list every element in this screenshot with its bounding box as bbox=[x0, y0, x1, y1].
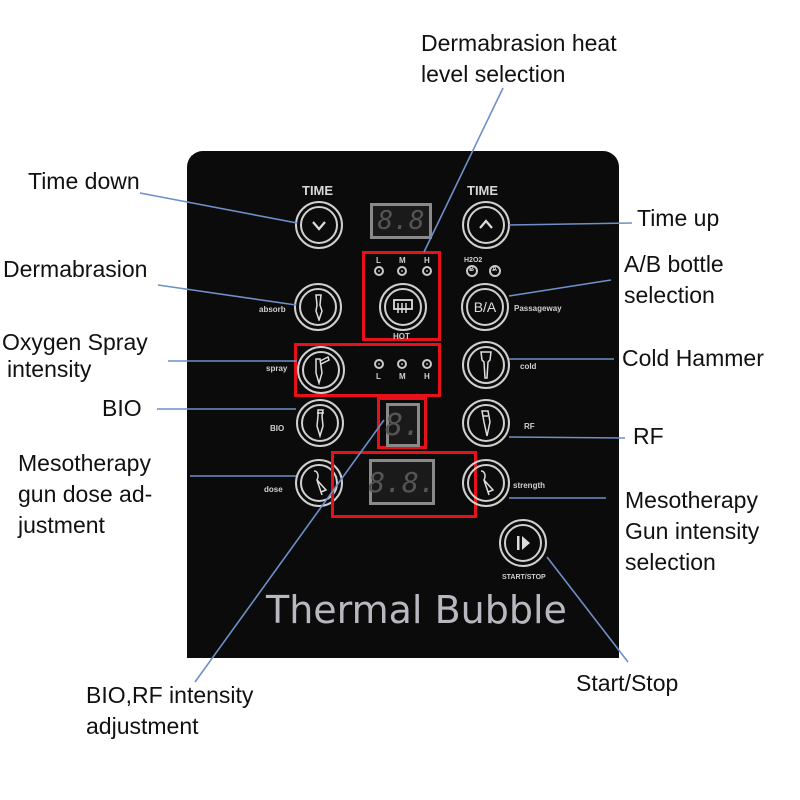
chevron-down-icon bbox=[312, 221, 326, 231]
heat-led-l bbox=[374, 266, 384, 276]
callout-time-up: Time up bbox=[637, 205, 720, 231]
callout-line: Oxygen Spray bbox=[2, 329, 148, 355]
strength-label: strength bbox=[513, 481, 545, 490]
dose-label: dose bbox=[264, 485, 283, 494]
callout-line: intensity bbox=[7, 356, 92, 382]
spray-led-l bbox=[374, 359, 384, 369]
callout-dermabrasion-heat: Dermabrasion heat level selection bbox=[421, 28, 617, 90]
passageway-label: Passageway bbox=[514, 304, 562, 313]
bottle-b-label: B bbox=[469, 266, 475, 273]
absorb-label: absorb bbox=[259, 305, 286, 314]
h2o2-label: H2O2 bbox=[464, 257, 483, 264]
ba-button[interactable]: B/A bbox=[461, 283, 509, 331]
ba-button-label: B/A bbox=[473, 299, 497, 315]
callout-line: BIO,RF intensity bbox=[86, 682, 254, 708]
spray-gun-icon bbox=[315, 355, 330, 385]
callout-line: justment bbox=[18, 512, 105, 538]
callout-ab-bottle: A/B bottle selection bbox=[624, 249, 724, 311]
heat-level-l-label: L bbox=[376, 256, 381, 265]
spray-label: spray bbox=[266, 364, 288, 373]
callout-start-stop: Start/Stop bbox=[576, 670, 679, 696]
heat-level-m-label: M bbox=[399, 256, 406, 265]
callout-line: Gun intensity bbox=[625, 518, 760, 544]
callout-mesotherapy-intensity: Mesotherapy Gun intensity selection bbox=[625, 485, 759, 578]
callout-rf: RF bbox=[633, 423, 664, 449]
callout-line: level selection bbox=[421, 61, 566, 87]
chevron-up-icon bbox=[479, 219, 493, 229]
heat-led-m bbox=[397, 266, 407, 276]
spray-level-m-label: M bbox=[399, 372, 406, 381]
spray-led-m bbox=[397, 359, 407, 369]
time-down-button[interactable] bbox=[295, 201, 343, 249]
time-up-button[interactable] bbox=[462, 201, 510, 249]
callout-line: Mesotherapy bbox=[18, 450, 151, 476]
callout-oxygen-spray: Oxygen Spray intensity bbox=[2, 329, 148, 383]
bio-button[interactable] bbox=[296, 399, 344, 447]
callout-bio: BIO bbox=[102, 395, 142, 421]
hot-button[interactable] bbox=[379, 283, 427, 331]
play-pause-icon bbox=[517, 536, 530, 550]
mesotherapy-gun-icon bbox=[480, 470, 495, 496]
callout-line: selection bbox=[624, 282, 715, 308]
rf-handpiece-icon bbox=[481, 410, 491, 437]
rf-label: RF bbox=[524, 422, 535, 431]
time-up-label: TIME bbox=[467, 183, 499, 198]
cold-label: cold bbox=[520, 362, 537, 371]
dose-display: 8.8. bbox=[368, 459, 436, 505]
bio-handpiece-icon bbox=[316, 409, 324, 438]
bottle-a-label: A bbox=[492, 266, 498, 273]
bottle-a-indicator bbox=[489, 265, 501, 277]
time-display: 8.8 bbox=[370, 203, 432, 239]
bio-label: BIO bbox=[270, 424, 285, 433]
callout-mesotherapy-dose: Mesotherapy gun dose ad- justment bbox=[18, 448, 152, 541]
rf-button[interactable] bbox=[462, 399, 510, 447]
callout-line: Dermabrasion heat bbox=[421, 30, 617, 56]
spray-button[interactable] bbox=[297, 346, 345, 394]
spray-level-l-label: L bbox=[376, 372, 381, 381]
heat-led-h bbox=[422, 266, 432, 276]
cold-button[interactable] bbox=[462, 341, 510, 389]
cold-hammer-icon bbox=[480, 351, 492, 379]
bio-display: 8. bbox=[385, 403, 421, 447]
callout-time-down: Time down bbox=[28, 168, 140, 194]
hot-label: HOT bbox=[393, 332, 410, 341]
callout-line: adjustment bbox=[86, 713, 199, 739]
callout-line: selection bbox=[625, 549, 716, 575]
time-down-label: TIME bbox=[302, 183, 334, 198]
strength-button[interactable] bbox=[462, 459, 510, 507]
callout-cold-hammer: Cold Hammer bbox=[622, 345, 764, 371]
bottle-b-indicator bbox=[466, 265, 478, 277]
highlight-heat-box bbox=[362, 251, 441, 341]
highlight-spray-box bbox=[294, 343, 441, 397]
spray-led-h bbox=[422, 359, 432, 369]
callout-dermabrasion: Dermabrasion bbox=[3, 256, 148, 282]
callout-bio-rf-intensity: BIO,RF intensity adjustment bbox=[86, 680, 253, 742]
heater-icon bbox=[393, 299, 413, 313]
start-stop-label: START/STOP bbox=[502, 574, 546, 581]
brand-title: Thermal Bubble bbox=[266, 588, 567, 632]
absorb-button[interactable] bbox=[294, 283, 342, 331]
spray-level-h-label: H bbox=[424, 372, 430, 381]
callout-line: gun dose ad- bbox=[18, 481, 153, 507]
mesotherapy-gun-icon bbox=[313, 470, 328, 496]
start-stop-button[interactable] bbox=[499, 519, 547, 567]
heat-level-h-label: H bbox=[424, 256, 430, 265]
dermabrasion-handpiece-icon bbox=[315, 294, 323, 321]
callout-line: A/B bottle bbox=[624, 251, 724, 277]
callout-line: Mesotherapy bbox=[625, 487, 758, 513]
